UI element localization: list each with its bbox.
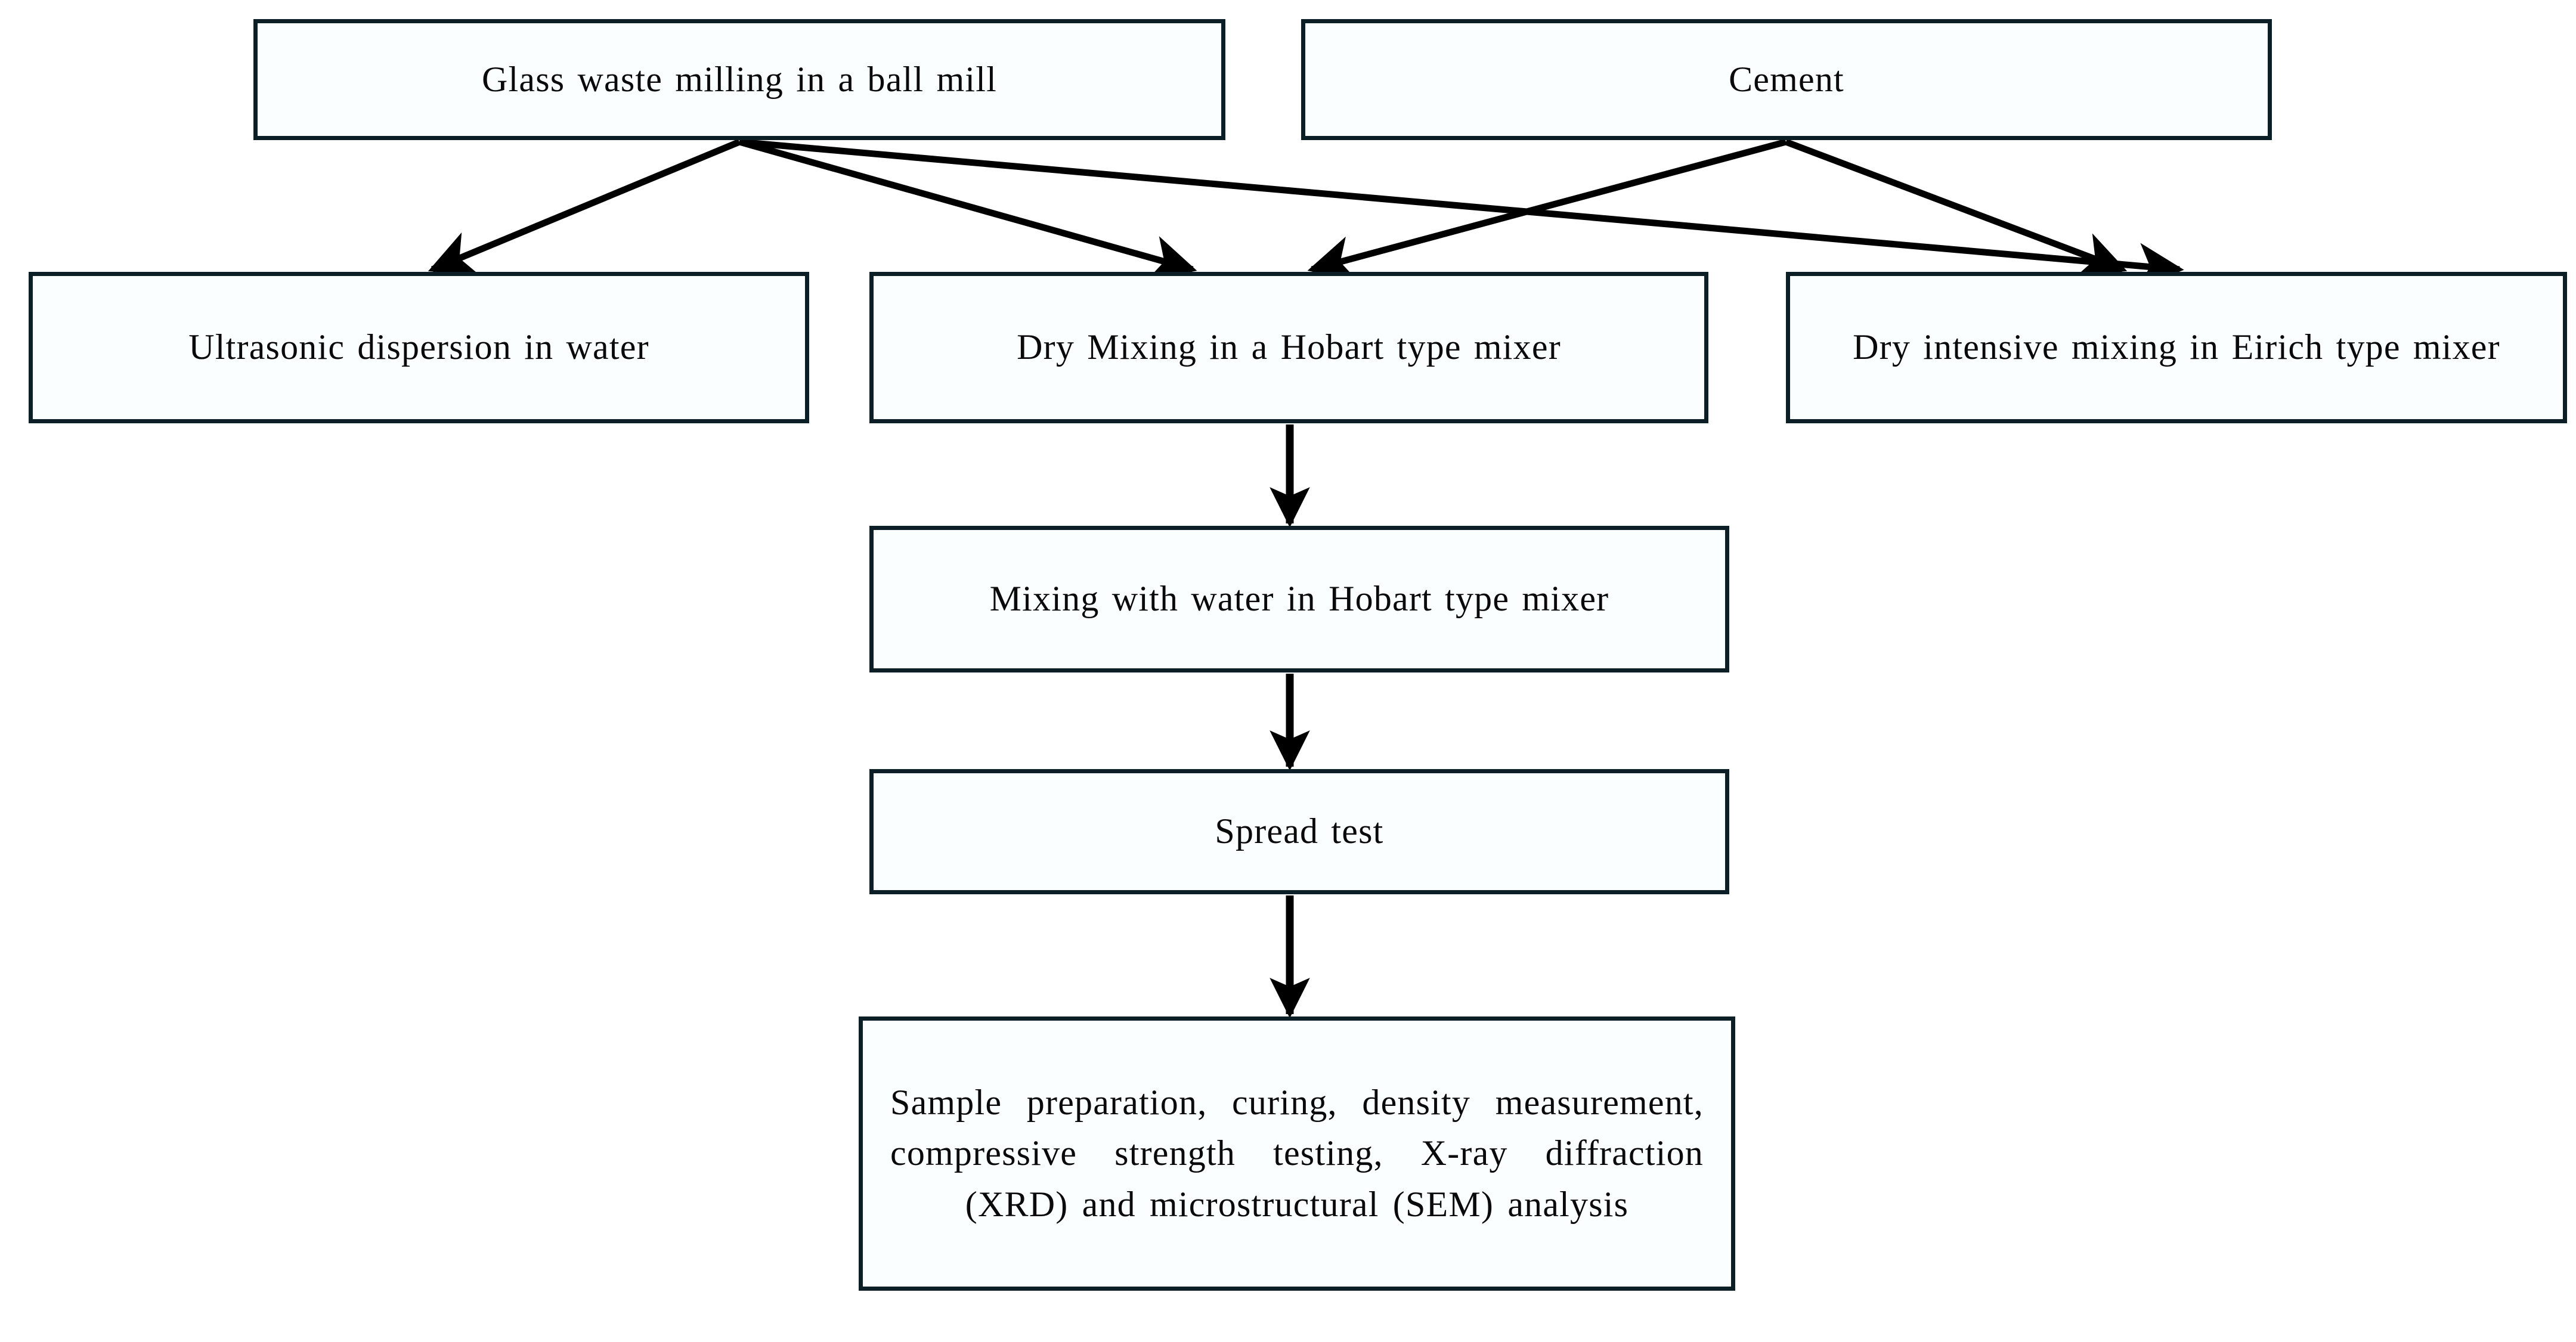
edge-cement-to-drymix: [1307, 138, 1787, 281]
node-label: Sample preparation, curing, density meas…: [890, 1083, 1704, 1224]
node-mixing-with-water-hobart[interactable]: Mixing with water in Hobart type mixer: [869, 526, 1729, 672]
node-label: Dry intensive mixing in Eirich type mixe…: [1853, 327, 2500, 367]
edge-glass-to-drymix: [738, 138, 1197, 281]
node-glass-waste-milling[interactable]: Glass waste milling in a ball mill: [253, 19, 1225, 140]
node-ultrasonic-dispersion[interactable]: Ultrasonic dispersion in water: [29, 272, 809, 423]
edge-glass-to-ultrasonic: [428, 138, 741, 275]
node-label: Glass waste milling in a ball mill: [481, 59, 998, 99]
edge-glass-to-eirich: [739, 138, 2184, 289]
node-spread-test[interactable]: Spread test: [869, 769, 1729, 894]
node-label: Cement: [1729, 59, 1844, 99]
node-label: Dry Mixing in a Hobart type mixer: [1017, 327, 1561, 367]
node-cement[interactable]: Cement: [1301, 19, 2272, 140]
edge-cement-to-eirich: [1785, 138, 2128, 277]
node-label: Ultrasonic dispersion in water: [188, 327, 649, 367]
node-dry-mixing-hobart[interactable]: Dry Mixing in a Hobart type mixer: [869, 272, 1708, 423]
node-label: Mixing with water in Hobart type mixer: [989, 579, 1609, 619]
node-dry-intensive-mixing-eirich[interactable]: Dry intensive mixing in Eirich type mixe…: [1786, 272, 2567, 423]
node-label: Spread test: [1215, 811, 1384, 851]
node-sample-preparation-analysis[interactable]: Sample preparation, curing, density meas…: [859, 1016, 1735, 1291]
